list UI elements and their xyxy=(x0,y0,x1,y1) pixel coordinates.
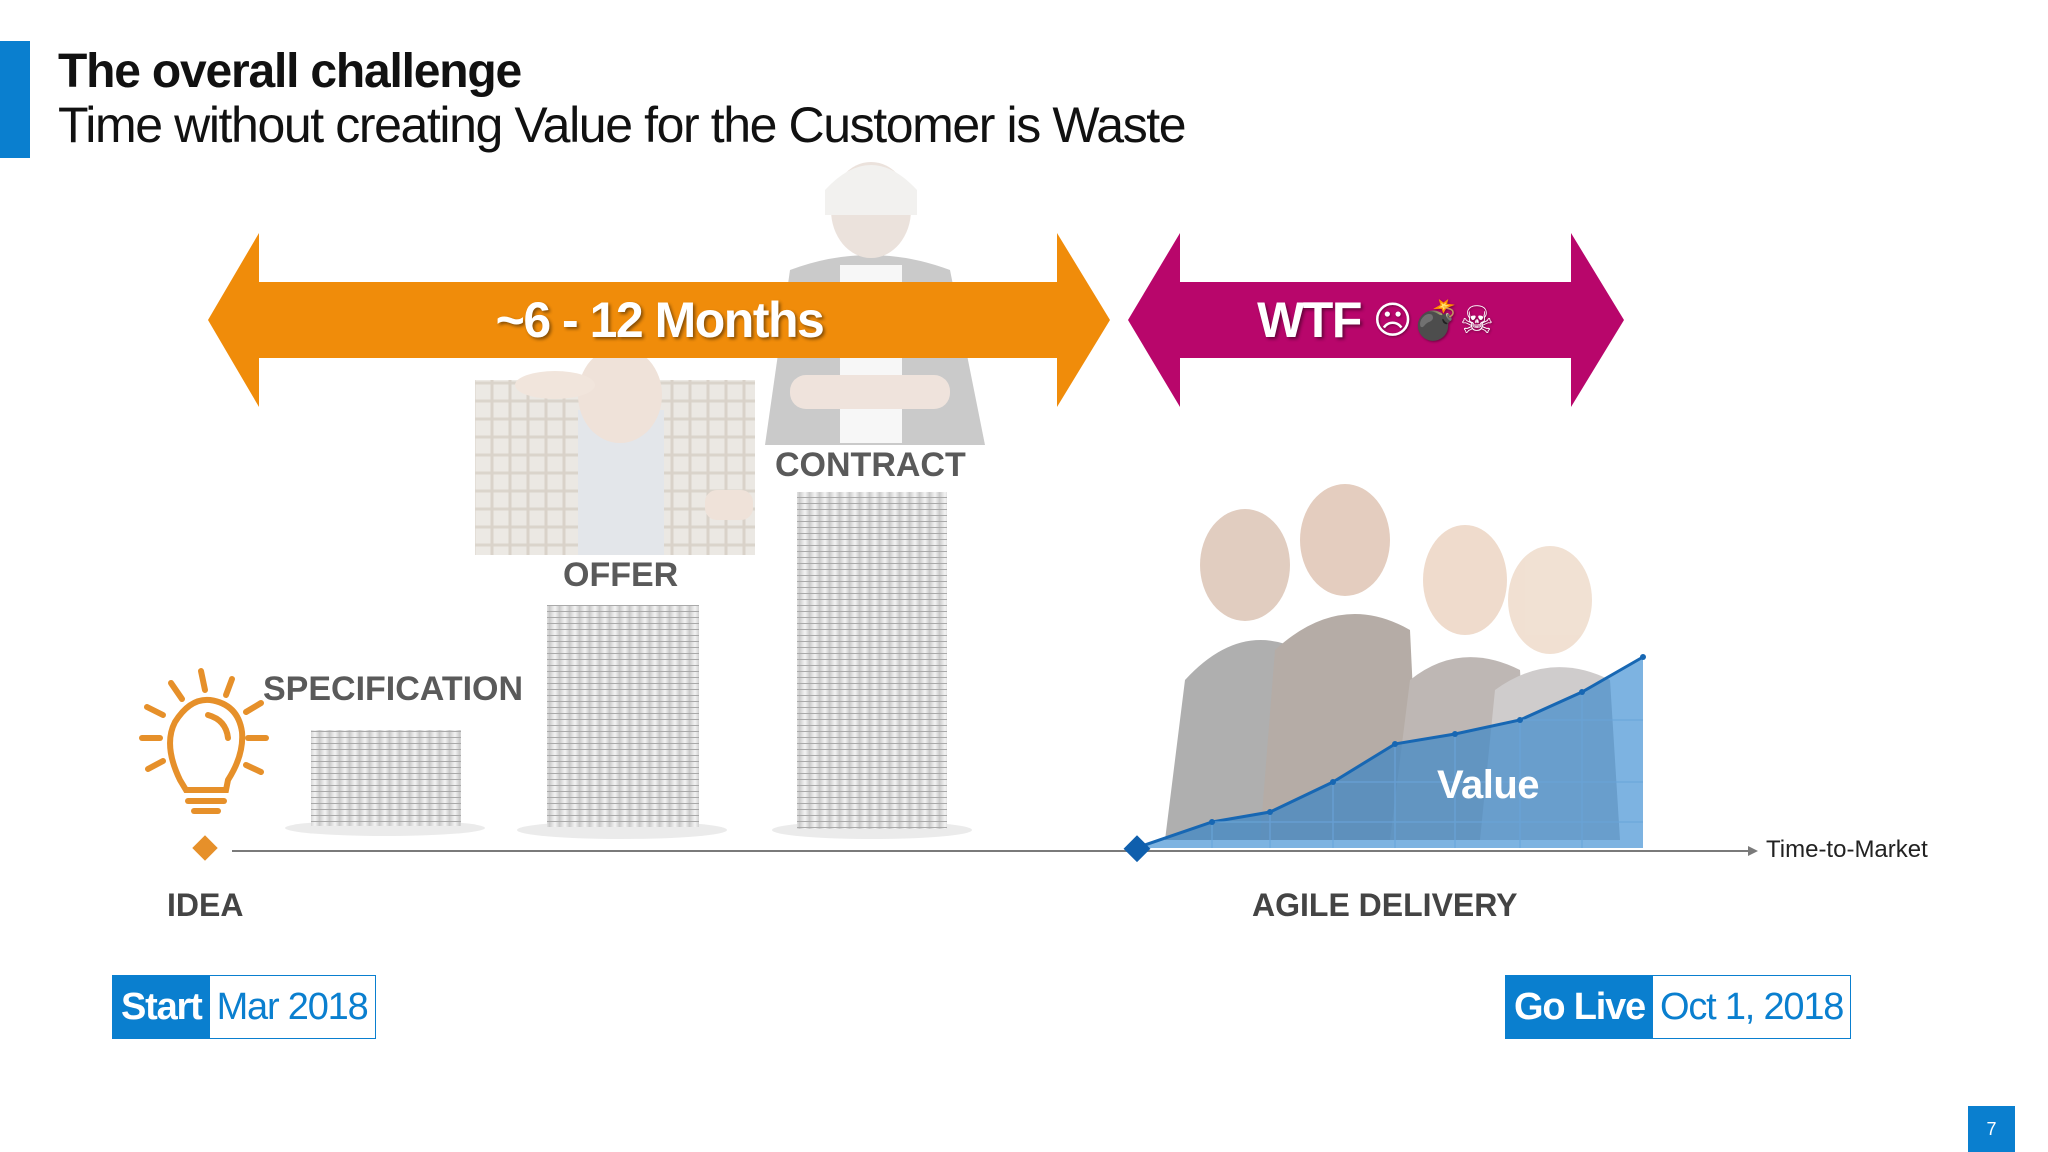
slide-subtitle: Time without creating Value for the Cust… xyxy=(58,97,1187,153)
lightbulb-icon xyxy=(139,668,269,814)
stage-label-contract: CONTRACT xyxy=(775,446,966,484)
paper-stack-offer xyxy=(517,605,727,839)
timeline-arrowhead xyxy=(1748,846,1758,856)
paper-stack-specification xyxy=(285,730,485,836)
value-area-chart xyxy=(1135,654,1646,850)
duration-arrow xyxy=(208,233,1110,407)
golive-date-value: Oct 1, 2018 xyxy=(1659,985,1844,1028)
stage-label-specification: SPECIFICATION xyxy=(263,670,524,708)
agile-delivery-label: AGILE DELIVERY xyxy=(1252,887,1518,923)
start-tag: Start xyxy=(113,976,210,1038)
value-label: Value xyxy=(1437,763,1540,807)
time-to-market-label: Time-to-Market xyxy=(1766,836,1928,863)
page-number: 7 xyxy=(1968,1106,2015,1152)
duration-label: ~6 - 12 Months xyxy=(495,292,825,348)
start-date-box: Start Mar 2018 xyxy=(112,975,376,1039)
paper-stack-contract xyxy=(772,492,972,839)
wtf-label-group: WTF ☹💣☠ xyxy=(1180,282,1571,358)
idea-label: IDEA xyxy=(167,887,244,923)
golive-date-box: Go Live Oct 1, 2018 xyxy=(1505,975,1852,1039)
golive-tag: Go Live xyxy=(1506,976,1653,1038)
slide-title: The overall challenge xyxy=(58,45,522,98)
accent-bar xyxy=(0,41,30,158)
idea-diamond xyxy=(192,835,218,861)
start-date-value: Mar 2018 xyxy=(216,985,369,1028)
wtf-label: WTF xyxy=(1257,292,1362,348)
businessman-photo xyxy=(475,347,755,555)
agile-diamond xyxy=(1123,835,1151,863)
wtf-arrow xyxy=(1128,233,1624,407)
stage-label-offer: OFFER xyxy=(563,556,679,594)
wtf-emoji-icons: ☹💣☠ xyxy=(1372,297,1494,342)
